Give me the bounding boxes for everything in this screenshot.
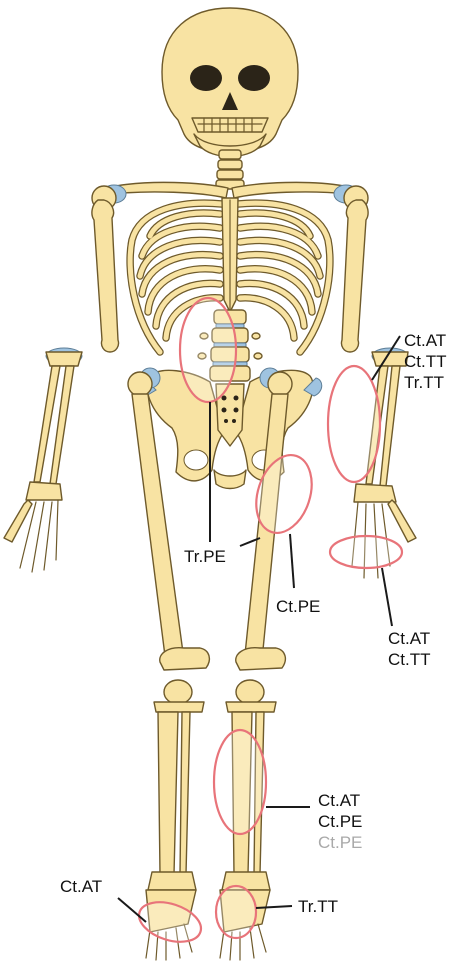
forearm-label-line-2: Ct.TT [404, 351, 447, 372]
forearm-label: Ct.AT Ct.TT Tr.TT [404, 330, 447, 393]
femur-label-text: Ct.PE [276, 596, 320, 617]
right-foot-label-text: Ct.AT [60, 876, 102, 897]
hand-label: Ct.AT Ct.TT [388, 628, 431, 670]
spine-label: Tr.PE [184, 546, 226, 567]
skull [162, 8, 298, 157]
hand-leader-line [382, 568, 392, 626]
tibia-label-line-2: Ct.PE [318, 811, 362, 832]
left-foot-label: Tr.TT [298, 896, 338, 917]
spine-label-text: Tr.PE [184, 546, 226, 567]
femur-label: Ct.PE [276, 596, 320, 617]
femur-leader-line [290, 534, 294, 588]
right-arm [4, 200, 119, 572]
cervical-spine [216, 150, 244, 189]
hand-label-line-2: Ct.TT [388, 649, 431, 670]
tibia-label-line-1: Ct.AT [318, 790, 362, 811]
right-foot-label: Ct.AT [60, 876, 102, 897]
spine-highlight-ring [180, 298, 236, 402]
tibia-label: Ct.AT Ct.PE Ct.PE [318, 790, 362, 853]
tibia-highlight-ring [214, 730, 266, 834]
left-foot-highlight-ring [216, 886, 256, 938]
hand-highlight-ring [330, 536, 402, 568]
forearm-label-line-1: Ct.AT [404, 330, 447, 351]
forearm-highlight-ring [328, 366, 380, 482]
forearm-label-line-3: Tr.TT [404, 372, 447, 393]
left-foot-label-text: Tr.TT [298, 896, 338, 917]
tibia-label-line-3: Ct.PE [318, 832, 362, 853]
hand-label-line-1: Ct.AT [388, 628, 431, 649]
